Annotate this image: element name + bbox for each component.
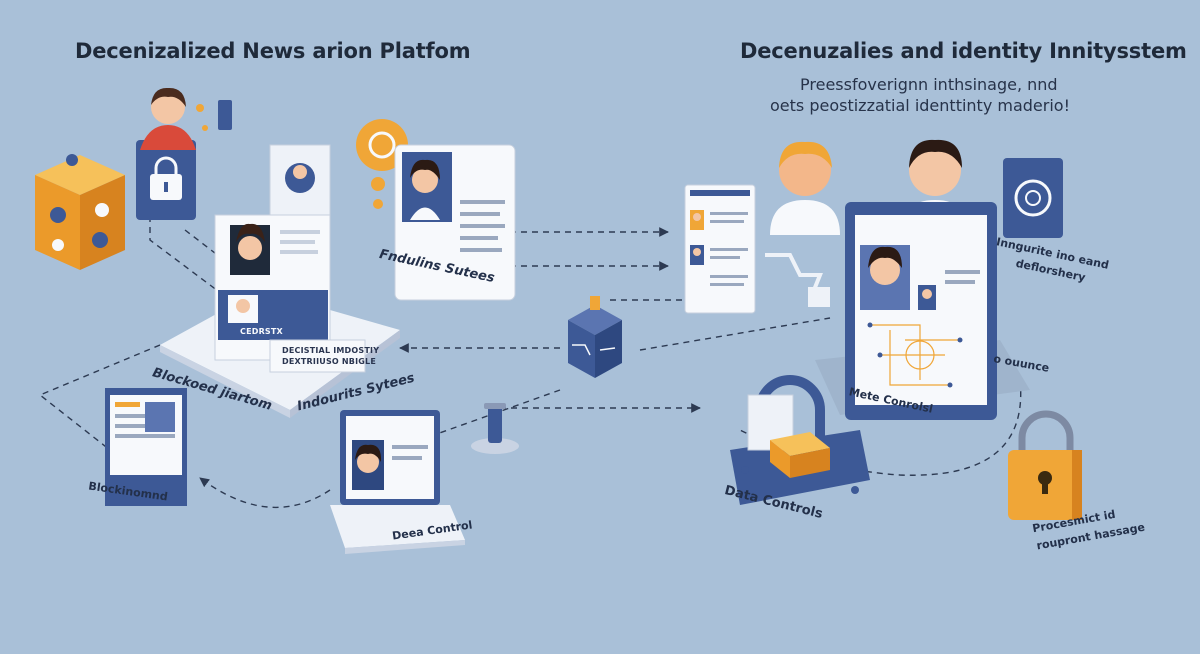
user-avatar-icon [770, 141, 840, 235]
blocked-monitor [105, 388, 187, 506]
connector-node-to-monitor [639, 317, 831, 351]
avatar-lock-group [136, 87, 232, 220]
network-tile [1003, 158, 1063, 238]
spark-dot [196, 104, 204, 112]
connector-laptop-to-blocked [199, 477, 331, 509]
card-caption: CEDRSTX [240, 327, 283, 336]
platform-stack [160, 144, 400, 418]
platform-base-side [160, 345, 290, 418]
right-subtitle-line-2: oets peostizzatial identtinty maderio! [770, 96, 1070, 115]
right-title: Decenuzalies and identity Innitysstem [740, 39, 1187, 63]
spark-dot [202, 125, 208, 131]
chip-icon [471, 403, 519, 454]
profile-card-group [356, 119, 516, 301]
right-subtitle-line-1: Preessfoverignn inthsinage, nnd [800, 75, 1058, 94]
card-text-line-1: DECISTIAL IMDOSTIY [282, 346, 380, 355]
user-avatar-icon [140, 87, 196, 150]
blockchain-node-icon [568, 296, 622, 378]
small-box [808, 287, 830, 307]
padlock-icon [1008, 410, 1082, 520]
card-text-line-2: DEXTRIIUSO NBIGLE [282, 357, 376, 366]
connector-platform-to-blocked [38, 344, 161, 451]
blockchain-cube-icon [35, 154, 125, 270]
laptop [330, 410, 465, 554]
connector-avatar-to-platform [149, 150, 231, 301]
phone-icon [218, 100, 232, 130]
data-controls-lock [730, 375, 870, 505]
connector-node-to-laptop [419, 389, 561, 441]
platform-base-side-r [290, 330, 400, 418]
arrow-connector-white [765, 253, 823, 301]
padlock-icon [150, 156, 182, 200]
main-monitor [815, 202, 1030, 420]
document-card [684, 184, 756, 314]
left-title: Decenizalized News arion Platfom [75, 39, 471, 63]
